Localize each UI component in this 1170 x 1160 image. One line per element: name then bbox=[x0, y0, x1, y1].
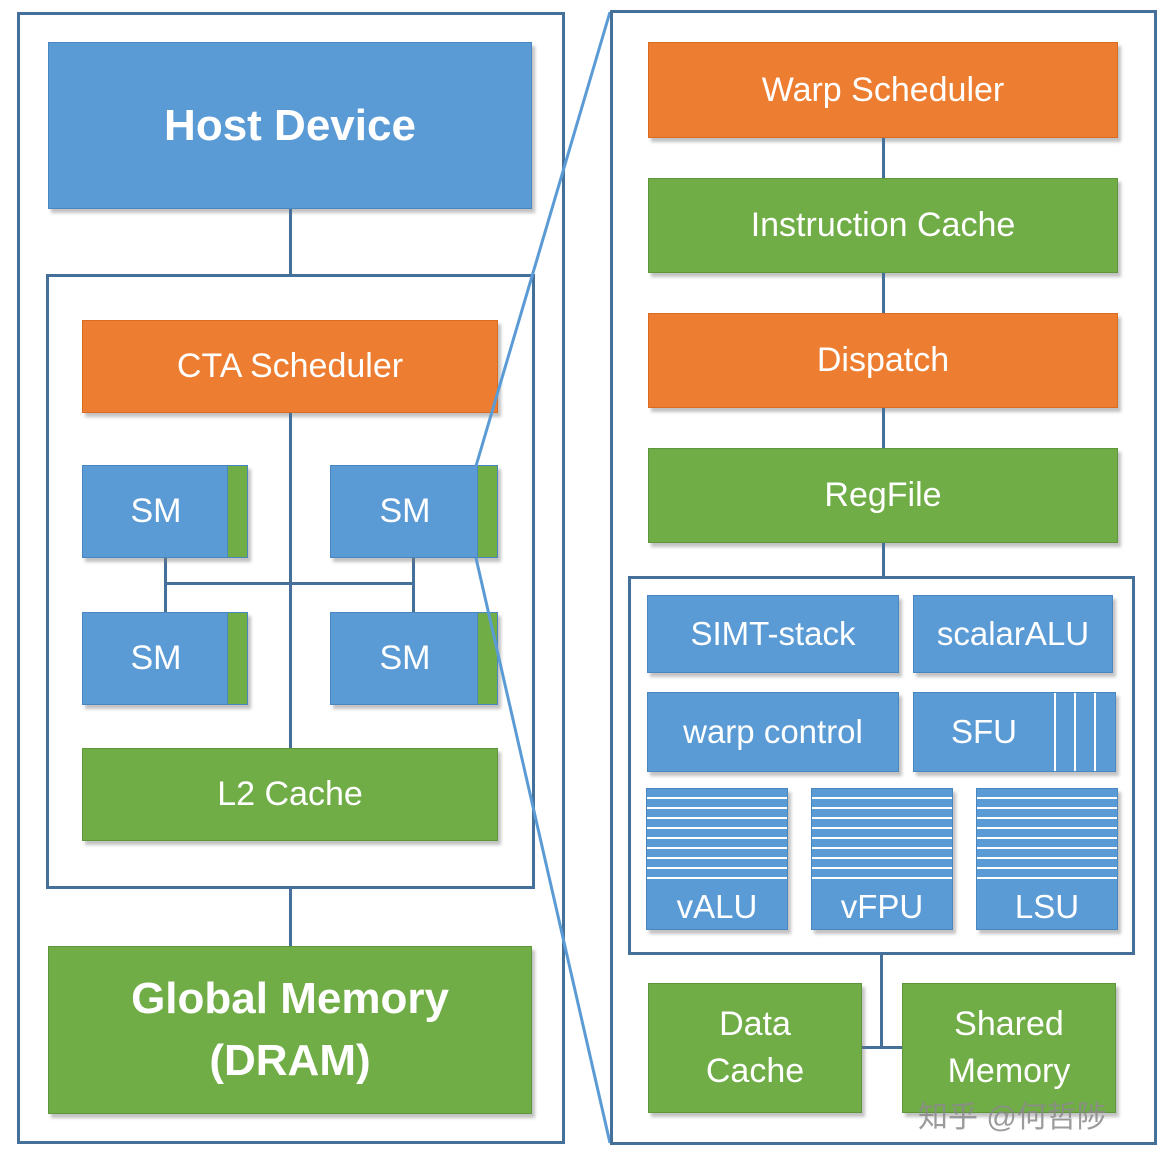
l2-cache-box: L2 Cache bbox=[82, 748, 498, 841]
lsu-lanes bbox=[977, 789, 1117, 885]
sm-green-bar bbox=[227, 466, 247, 557]
sm-detail-frame bbox=[610, 10, 1157, 1145]
gpu-chip-frame bbox=[46, 274, 535, 889]
connector-regfile-to-units bbox=[882, 543, 885, 578]
data-cache-label-line2: Cache bbox=[705, 1052, 805, 1090]
sfu-label: SFU bbox=[951, 713, 1017, 750]
lsu-label: LSU bbox=[1014, 888, 1080, 925]
scheduler-to-l2-connector bbox=[289, 413, 292, 748]
valu-label: vALU bbox=[676, 888, 758, 925]
simt-stack-box: SIMT-stack bbox=[647, 595, 899, 673]
global-memory-box: Global Memory (DRAM) bbox=[48, 946, 532, 1114]
sm-green-bar bbox=[477, 613, 497, 704]
warp-scheduler-box: Warp Scheduler bbox=[648, 42, 1118, 138]
cta-scheduler-box: CTA Scheduler bbox=[82, 320, 498, 413]
sm-bus-horizontal bbox=[165, 582, 415, 585]
sm-label: SM bbox=[130, 639, 182, 677]
warp-scheduler-label: Warp Scheduler bbox=[761, 70, 1005, 109]
vfpu-lanes bbox=[812, 789, 952, 885]
lsu-box: LSU bbox=[976, 788, 1118, 930]
sm-box-bottom-left: SM bbox=[82, 612, 248, 705]
zoom-line-top bbox=[474, 11, 612, 467]
scalar-alu-label: scalarALU bbox=[936, 615, 1090, 652]
regfile-box: RegFile bbox=[648, 448, 1118, 543]
valu-label-bar: vALU bbox=[647, 885, 787, 929]
sm-label: SM bbox=[130, 492, 182, 530]
warp-control-label: warp control bbox=[683, 713, 863, 750]
dispatch-box: Dispatch bbox=[648, 313, 1118, 408]
dispatch-label: Dispatch bbox=[816, 341, 950, 379]
data-cache-label-line1: Data bbox=[719, 1005, 791, 1043]
sm-right-connector bbox=[412, 558, 415, 614]
sm-box-top-left: SM bbox=[82, 465, 248, 558]
connector-dispatch-to-regfile bbox=[882, 408, 885, 448]
gpu-overview-frame bbox=[17, 12, 565, 1144]
sfu-lane-divider bbox=[1074, 693, 1076, 771]
watermark: 知乎 @何哲陟 bbox=[918, 1101, 1107, 1134]
l2-cache-label: L2 Cache bbox=[217, 775, 363, 813]
zoom-line-bottom bbox=[474, 557, 612, 1144]
host-device-box: Host Device bbox=[48, 42, 532, 209]
simt-stack-label: SIMT-stack bbox=[690, 615, 856, 652]
vfpu-label-bar: vFPU bbox=[812, 885, 952, 929]
sm-label: SM bbox=[379, 492, 431, 530]
shared-memory-box: Shared Memory bbox=[902, 983, 1116, 1113]
shared-memory-label-line2: Memory bbox=[947, 1052, 1071, 1090]
vfpu-label: vFPU bbox=[840, 888, 924, 925]
sm-label: SM bbox=[379, 639, 431, 677]
connector-icache-to-dispatch bbox=[882, 273, 885, 313]
sfu-box: SFU bbox=[913, 692, 1116, 772]
scalar-alu-box: scalarALU bbox=[913, 595, 1113, 673]
sfu-lane-divider bbox=[1094, 693, 1096, 771]
global-memory-label-line1: Global Memory bbox=[131, 974, 449, 1023]
sm-box-top-right: SM bbox=[330, 465, 498, 558]
sm-green-bar bbox=[227, 613, 247, 704]
sm-left-connector bbox=[164, 558, 167, 614]
instruction-cache-label: Instruction Cache bbox=[750, 206, 1016, 244]
gpu-to-memory-connector bbox=[289, 889, 292, 947]
execution-units-frame bbox=[628, 576, 1135, 955]
connector-warp-to-icache bbox=[882, 138, 885, 178]
global-memory-label-line2: (DRAM) bbox=[209, 1036, 371, 1085]
regfile-label: RegFile bbox=[824, 476, 942, 514]
vfpu-box: vFPU bbox=[811, 788, 953, 930]
connector-units-to-memory bbox=[880, 955, 883, 1048]
cta-scheduler-label: CTA Scheduler bbox=[176, 347, 404, 385]
host-to-gpu-connector bbox=[289, 209, 292, 276]
valu-lanes bbox=[647, 789, 787, 885]
sfu-lane-divider bbox=[1054, 693, 1056, 771]
connector-memory-horizontal bbox=[862, 1046, 902, 1049]
valu-box: vALU bbox=[646, 788, 788, 930]
sm-green-bar bbox=[477, 466, 497, 557]
data-cache-box: Data Cache bbox=[648, 983, 862, 1113]
lsu-label-bar: LSU bbox=[977, 885, 1117, 929]
instruction-cache-box: Instruction Cache bbox=[648, 178, 1118, 273]
host-device-label: Host Device bbox=[164, 100, 416, 150]
warp-control-box: warp control bbox=[647, 692, 899, 772]
shared-memory-label-line1: Shared bbox=[954, 1005, 1064, 1043]
